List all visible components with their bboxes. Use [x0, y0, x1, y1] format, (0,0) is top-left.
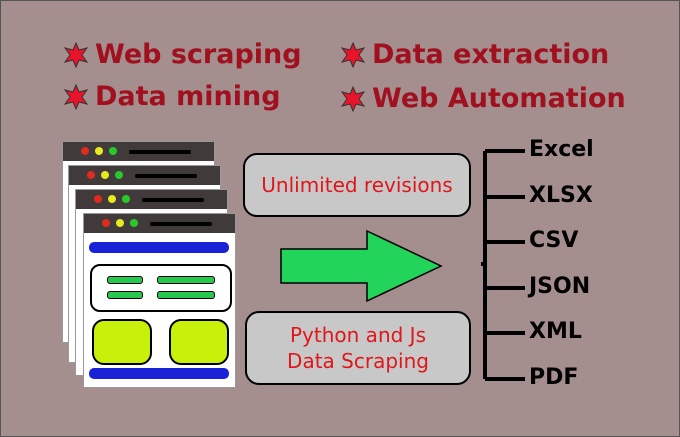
- star-icon: [340, 41, 366, 68]
- window-titlebar: [63, 142, 214, 161]
- python-js-line2: Data Scraping: [287, 349, 429, 373]
- format-xlsx: XLSX: [529, 183, 593, 208]
- footer-bar: [89, 368, 229, 379]
- browser-window-front: [83, 213, 236, 388]
- window-titlebar: [69, 166, 220, 185]
- header-bar: [89, 242, 229, 253]
- star-icon: [63, 41, 89, 68]
- feature-label: Web scraping: [95, 39, 302, 70]
- format-xml: XML: [529, 319, 582, 344]
- format-json: JSON: [529, 274, 591, 299]
- arrow-right-icon: [280, 229, 443, 303]
- feature-label: Data mining: [95, 81, 281, 112]
- unlimited-revisions-box: Unlimited revisions: [243, 153, 471, 217]
- feature-web-scraping: Web scraping: [63, 39, 302, 70]
- window-titlebar: [84, 214, 235, 233]
- format-bracket: [481, 149, 525, 381]
- unlimited-revisions-text: Unlimited revisions: [261, 173, 453, 197]
- feature-data-extraction: Data extraction: [340, 39, 609, 70]
- feature-label: Web Automation: [372, 83, 626, 114]
- image-block-right: [169, 319, 229, 365]
- format-pdf: PDF: [529, 365, 579, 390]
- feature-web-automation: Web Automation: [340, 83, 626, 114]
- format-csv: CSV: [529, 228, 579, 253]
- star-icon: [63, 83, 89, 110]
- image-block-left: [92, 319, 152, 365]
- python-js-box: Python and Js Data Scraping: [245, 311, 471, 385]
- feature-label: Data extraction: [372, 39, 610, 70]
- format-excel: Excel: [529, 137, 594, 162]
- window-titlebar: [76, 190, 227, 209]
- python-js-line1: Python and Js: [290, 323, 426, 347]
- star-icon: [340, 85, 366, 112]
- content-panel: [90, 264, 232, 312]
- feature-data-mining: Data mining: [63, 81, 281, 112]
